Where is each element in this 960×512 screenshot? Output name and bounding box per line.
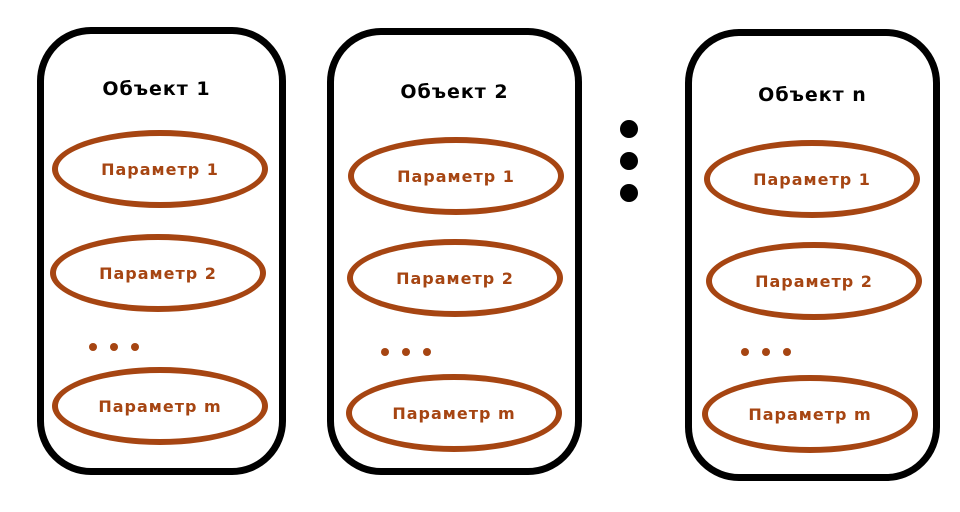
ellipsis-dot [402,348,410,356]
object-1-param-m: Параметр m [52,367,268,445]
object-n-title: Объект n [758,84,867,106]
param-label: Параметр 2 [396,268,514,288]
param-label: Параметр 1 [101,159,219,179]
ellipsis-dot [783,348,791,356]
ellipsis-dot [762,348,770,356]
object-2-title: Объект 2 [400,81,509,103]
ellipsis-dot [89,343,97,351]
object-2-param-1: Параметр 1 [348,137,564,215]
ellipsis-dot [620,152,638,170]
object-1-param-ellipsis [89,343,139,351]
ellipsis-dot [110,343,118,351]
ellipsis-dot [620,184,638,202]
object-n-box: Объект n Параметр 1 Параметр 2 Параметр … [685,29,940,481]
ellipsis-dot [741,348,749,356]
param-label: Параметр 1 [397,166,515,186]
object-1-param-1: Параметр 1 [52,130,268,208]
object-n-param-ellipsis [741,348,791,356]
object-2-box: Объект 2 Параметр 1 Параметр 2 Параметр … [327,28,582,475]
ellipsis-dot [620,120,638,138]
param-label: Параметр m [392,403,516,423]
object-n-param-m: Параметр m [702,375,918,453]
ellipsis-dot [131,343,139,351]
param-label: Параметр m [98,396,222,416]
objects-ellipsis [620,120,638,202]
param-label: Параметр 1 [753,169,871,189]
object-1-box: Объект 1 Параметр 1 Параметр 2 Параметр … [37,27,286,475]
object-1-title: Объект 1 [102,78,211,100]
param-label: Параметр 2 [99,263,217,283]
object-2-param-m: Параметр m [346,374,562,452]
object-n-param-2: Параметр 2 [706,242,922,320]
object-2-param-2: Параметр 2 [347,239,563,317]
ellipsis-dot [381,348,389,356]
ellipsis-dot [423,348,431,356]
object-n-param-1: Параметр 1 [704,140,920,218]
param-label: Параметр m [748,404,872,424]
object-1-param-2: Параметр 2 [50,234,266,312]
object-2-param-ellipsis [381,348,431,356]
param-label: Параметр 2 [755,271,873,291]
